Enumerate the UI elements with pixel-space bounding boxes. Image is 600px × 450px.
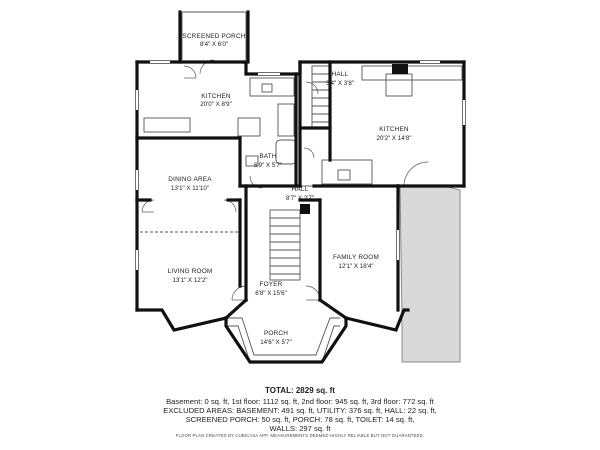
room-hall-north-dims: 3'4" X 3'8" <box>326 80 354 87</box>
room-hall-north-name: HALL <box>332 71 349 78</box>
room-bath-dims: 6'9" X 5'7" <box>254 162 282 169</box>
room-bath-name: BATH <box>259 153 277 160</box>
disclaimer-footnote: FLOOR PLAN CREATED BY CUBICASA APP. MEAS… <box>175 433 425 438</box>
room-labels: SCREENED PORCH 8'4" X 6'0" KITCHEN 20'0"… <box>168 33 412 346</box>
room-hall-mid-dims: 8'7" X 2'7" <box>286 195 314 202</box>
room-screened-porch-name: SCREENED PORCH <box>182 33 245 40</box>
room-kitchen-west-name: KITCHEN <box>201 93 231 100</box>
room-living-dims: 13'1" X 12'2" <box>173 277 208 284</box>
room-family-name: FAMILY ROOM <box>333 254 379 261</box>
room-screened-porch-dims: 8'4" X 6'0" <box>200 41 228 48</box>
deck-area <box>399 184 461 363</box>
room-dining-name: DINING AREA <box>168 176 212 183</box>
room-living-name: LIVING ROOM <box>168 268 213 275</box>
room-hall-mid-name: HALL <box>292 186 309 193</box>
room-family-dims: 12'1" X 18'4" <box>339 263 374 270</box>
excluded-areas-line-2: SCREENED PORCH: 50 sq. ft, PORCH: 78 sq.… <box>185 415 415 424</box>
floor-areas-line: Basement: 0 sq. ft, 1st floor: 1112 sq. … <box>166 397 434 406</box>
room-kitchen-west-dims: 20'0" X 8'9" <box>200 101 232 108</box>
walls-area-line: WALLS: 297 sq. ft <box>269 424 331 433</box>
room-kitchen-east-name: KITCHEN <box>379 126 409 133</box>
room-porch-name: PORCH <box>264 330 288 337</box>
wall-blocks <box>300 64 408 214</box>
room-foyer-name: FOYER <box>259 281 282 288</box>
windows <box>136 61 465 270</box>
excluded-areas-line: EXCLUDED AREAS: BASEMENT: 491 sq. ft, UT… <box>163 406 437 415</box>
room-kitchen-east-dims: 20'2" X 14'8" <box>377 135 412 142</box>
total-area: TOTAL: 2829 sq. ft <box>265 386 335 395</box>
room-porch-dims: 14'6" X 5'7" <box>260 339 292 346</box>
room-dining-dims: 13'1" X 11'10" <box>171 185 209 192</box>
room-foyer-dims: 6'8" X 15'6" <box>255 290 287 297</box>
